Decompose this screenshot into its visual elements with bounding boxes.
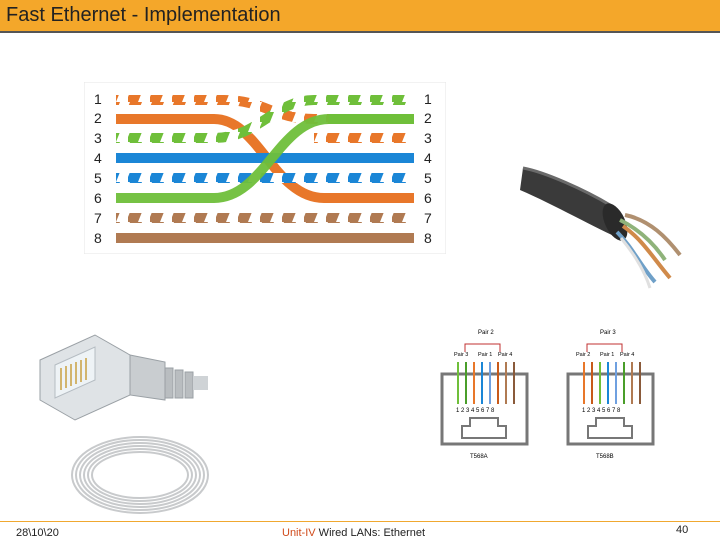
left-pin-label: 6 <box>94 190 102 206</box>
left-pin-label: 8 <box>94 230 102 246</box>
footer-unit-rest: Wired LANs: Ethernet <box>316 527 425 539</box>
page-number: 40 <box>676 524 688 536</box>
t568b-pair: Pair 1 <box>600 352 614 358</box>
t568a-pair: Pair 4 <box>498 352 512 358</box>
right-pin-label: 3 <box>424 130 432 146</box>
coiled-cable-image <box>65 430 215 520</box>
left-pin-label: 5 <box>94 170 102 186</box>
right-pin-label: 6 <box>424 190 432 206</box>
t568b-pair: Pair 4 <box>620 352 634 358</box>
left-pin-label: 3 <box>94 130 102 146</box>
footer-divider <box>0 521 720 522</box>
t568a-diagram: Pair 2 Pair 3 Pair 1 Pair 4 1 2 3 4 5 6 … <box>442 330 527 460</box>
t568a-pins: 1 2 3 4 5 6 7 8 <box>456 408 495 414</box>
right-pin-label: 1 <box>424 91 432 107</box>
t568a-top-pair: Pair 2 <box>478 330 494 336</box>
slide-title: Fast Ethernet - Implementation <box>6 4 281 27</box>
title-bar: Fast Ethernet - Implementation <box>0 0 720 33</box>
footer-unit-prefix: Unit-IV <box>282 527 316 539</box>
t568a-pair: Pair 3 <box>454 352 468 358</box>
t568b-label: T568B <box>596 454 614 460</box>
t568a-pair: Pair 1 <box>478 352 492 358</box>
right-pin-label: 8 <box>424 230 432 246</box>
left-pin-label: 2 <box>94 110 102 126</box>
right-pin-label: 4 <box>424 150 432 166</box>
footer-date: 28\10\20 <box>16 527 59 539</box>
t568b-pins: 1 2 3 4 5 6 7 8 <box>582 408 621 414</box>
cable-end-image <box>515 160 695 295</box>
t568b-diagram: Pair 3 Pair 2 Pair 1 Pair 4 1 2 3 4 5 6 … <box>568 330 653 460</box>
left-pin-label: 7 <box>94 210 102 226</box>
right-pin-label: 5 <box>424 170 432 186</box>
left-pin-label: 1 <box>94 91 102 107</box>
left-pin-label: 4 <box>94 150 102 166</box>
footer-unit: Unit-IV Wired LANs: Ethernet <box>282 527 425 539</box>
t568b-top-pair: Pair 3 <box>600 330 616 336</box>
right-pin-label: 7 <box>424 210 432 226</box>
t568b-pair: Pair 2 <box>576 352 590 358</box>
rj45-connector-image <box>35 320 210 425</box>
right-pin-label: 2 <box>424 110 432 126</box>
crossover-wiring-diagram: 1 2 3 4 5 6 7 8 1 2 3 4 5 6 7 8 <box>84 82 446 254</box>
t568a-label: T568A <box>470 454 488 460</box>
t568-jack-diagrams: Pair 2 Pair 3 Pair 1 Pair 4 1 2 3 4 5 6 … <box>440 322 670 462</box>
